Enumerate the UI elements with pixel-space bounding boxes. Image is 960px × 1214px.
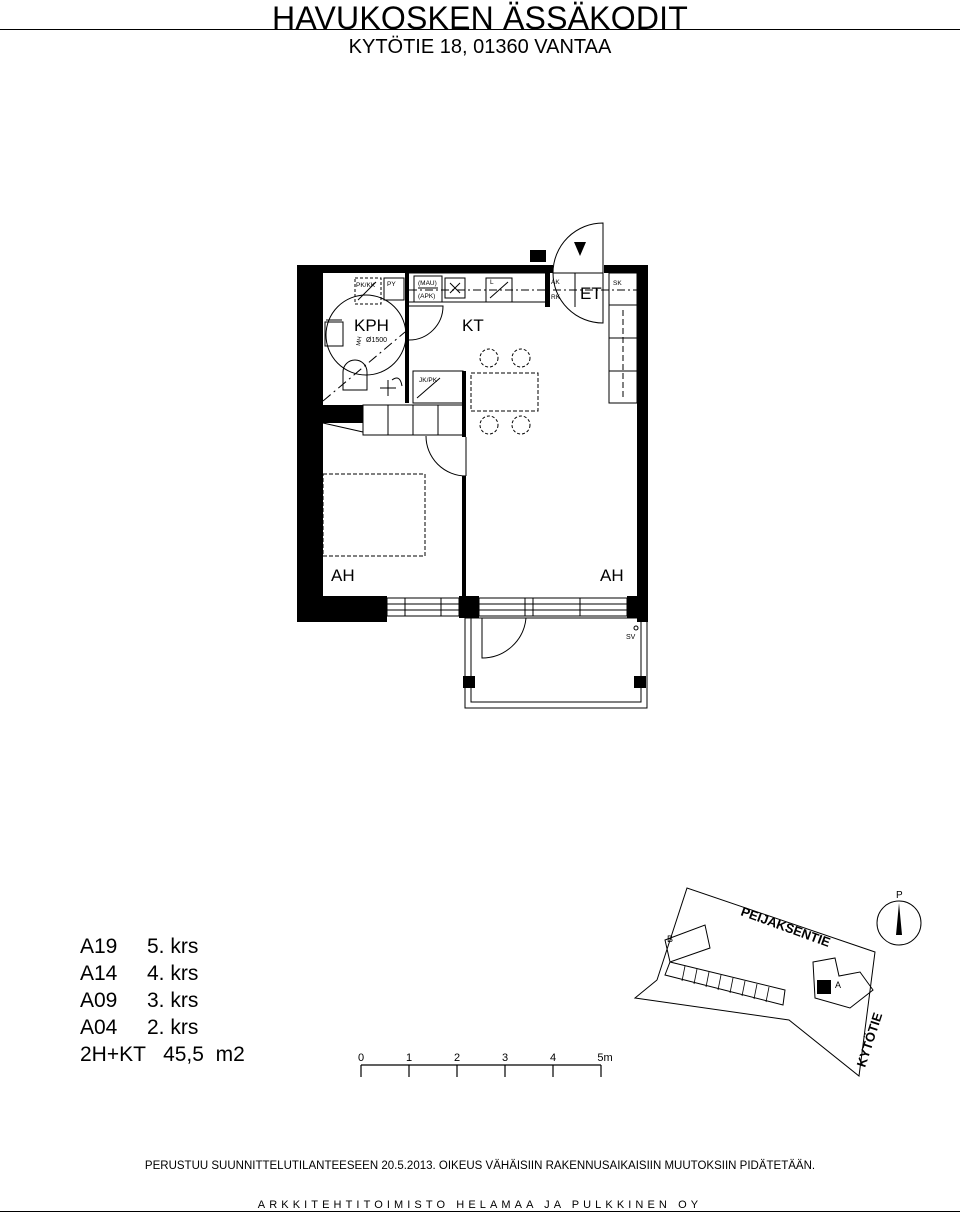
fixture-label-mau: (MAU) <box>418 280 437 287</box>
fixture-label-jk-pk: JK/PK <box>419 377 438 384</box>
building-a-label: A <box>835 980 841 990</box>
fixture-label-rk: RK <box>551 294 561 301</box>
apartment-code: A09 <box>80 989 118 1012</box>
fixture-label-ak: AK <box>551 279 560 286</box>
scale-tick-label: 0 <box>358 1052 364 1064</box>
scale-bar: 0 1 2 3 4 5m <box>358 1052 613 1077</box>
room-label-ah-left: AH <box>331 566 355 585</box>
apartment-row: A09 3. krs <box>80 987 245 1014</box>
apartment-code: A19 <box>80 935 118 958</box>
apartment-floor: 5. krs <box>147 935 199 958</box>
fixture-label-sk: SK <box>613 280 622 287</box>
street-label-peijaksentie: PEIJAKSENTIE <box>739 904 833 950</box>
shower-prefix: MH <box>356 336 364 346</box>
scale-tick-label: 1 <box>406 1052 412 1064</box>
page-title: HAVUKOSKEN ÄSSÄKODIT <box>272 0 688 36</box>
building-a-marker <box>817 980 831 994</box>
balcony-posts <box>463 676 646 688</box>
apartment-floor: 2. krs <box>147 1016 199 1039</box>
scale-tick-label: 5m <box>597 1052 612 1064</box>
apartment-code: A04 <box>80 1016 118 1039</box>
fixture-label-pk-kk: PK/KK <box>356 282 376 289</box>
fixture-label-py: PY <box>387 281 396 288</box>
fixture-label-apk: (APK) <box>418 293 435 300</box>
scale-tick-label: 3 <box>502 1052 508 1064</box>
apartment-floor: 4. krs <box>147 962 199 985</box>
scale-tick-label: 2 <box>454 1052 460 1064</box>
apartment-code: A14 <box>80 962 118 985</box>
fixture-label-sv: SV <box>626 634 636 641</box>
footnote: PERUSTUU SUUNNITTELUTILANTEESEEN 20.5.20… <box>144 1160 816 1172</box>
windows <box>386 597 628 617</box>
apartment-row: A04 2. krs <box>80 1014 245 1041</box>
room-label-ah-right: AH <box>600 566 624 585</box>
north-arrow-icon <box>896 903 902 935</box>
address: KYTÖTIE 18, 01360 VANTAA <box>348 36 612 58</box>
fixture-label-l: L <box>490 279 494 286</box>
room-label-kt: KT <box>462 316 484 335</box>
entry-arrow-icon <box>574 242 586 256</box>
site-plan: P PEIJAKSENTIE KYTÖTIE B A <box>633 887 922 1077</box>
apartment-row: A14 4. krs <box>80 960 245 987</box>
street-label-kytotie: KYTÖTIE <box>854 1010 886 1069</box>
bottom-rule <box>0 1211 960 1212</box>
building-b-label: B <box>667 934 673 944</box>
title-rule <box>0 29 960 30</box>
apartment-row: A19 5. krs <box>80 933 245 960</box>
outer-walls <box>297 250 648 622</box>
scale-tick-label: 4 <box>550 1052 556 1064</box>
apartment-summary: 2H+KT 45,5 m2 <box>80 1043 245 1066</box>
shower-label: Ø1500 <box>366 337 387 344</box>
architect-office: ARKKITEHTITOIMISTO HELAMAA JA PULKKINEN … <box>257 1199 703 1211</box>
room-label-kph: KPH <box>354 316 389 335</box>
north-label: P <box>896 890 903 901</box>
apartment-floor: 3. krs <box>147 989 199 1012</box>
room-label-et: ET <box>580 284 602 303</box>
